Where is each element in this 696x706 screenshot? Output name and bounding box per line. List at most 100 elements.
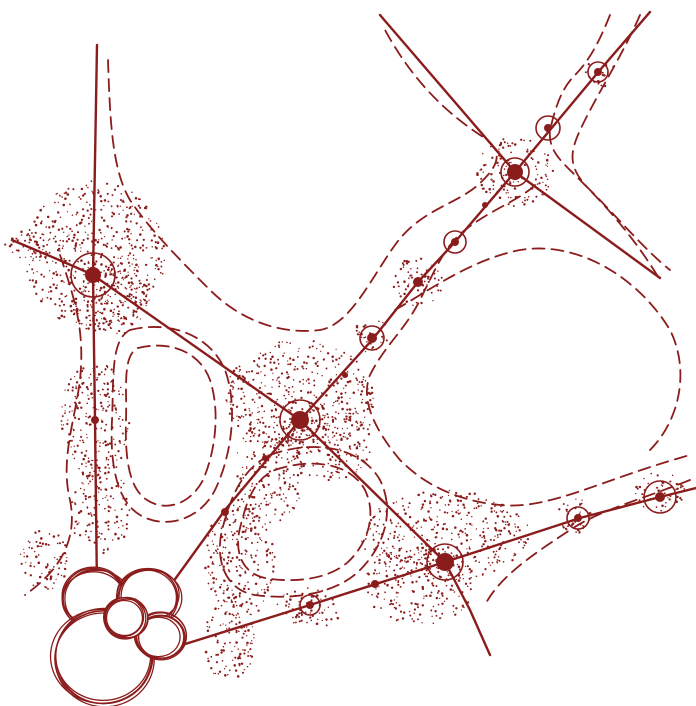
stipple-dot <box>88 398 90 400</box>
stipple-dot <box>97 377 98 378</box>
stipple-dot <box>232 386 234 388</box>
stipple-dot <box>493 188 495 190</box>
stipple-dot <box>105 497 106 498</box>
stipple-dot <box>281 457 282 458</box>
stipple-dot <box>81 452 83 454</box>
stipple-dot <box>395 275 397 277</box>
stipple-dot <box>455 492 457 494</box>
dashed-pocket-center <box>220 447 387 597</box>
stipple-dot <box>437 571 439 573</box>
stipple-dot <box>276 424 278 426</box>
stipple-dot <box>409 611 410 612</box>
stipple-dot <box>118 393 120 395</box>
stipple-dot <box>257 550 258 551</box>
stipple-dot <box>291 407 293 409</box>
stipple-dot <box>467 586 469 588</box>
stipple-dot <box>76 371 78 373</box>
stipple-dot <box>291 460 292 461</box>
stipple-dot <box>213 577 215 579</box>
stipple-dot <box>358 443 360 445</box>
stipple-dot <box>421 547 423 549</box>
stipple-dot <box>100 287 103 290</box>
stipple-dot <box>308 434 310 436</box>
stipple-dot <box>40 300 43 303</box>
stipple-dot <box>288 603 290 605</box>
stipple-dot <box>420 551 421 552</box>
stipple-dot <box>442 527 445 530</box>
stipple-dot <box>335 459 337 461</box>
stipple-dot <box>114 510 115 511</box>
stipple-dot <box>41 546 43 548</box>
stipple-dot <box>232 534 234 536</box>
stipple-dot <box>257 365 259 367</box>
stipple-dot <box>272 552 274 554</box>
stipple-dot <box>65 266 67 268</box>
stipple-dot <box>477 503 479 505</box>
stipple-dot <box>336 382 338 384</box>
stipple-dot <box>267 589 269 591</box>
stipple-dot <box>535 178 537 180</box>
stipple-dot <box>371 594 373 596</box>
stipple-dot <box>84 263 86 265</box>
stipple-dot <box>330 618 332 620</box>
stipple-dot <box>89 472 91 474</box>
stipple-dot <box>356 447 359 450</box>
stipple-dot <box>237 425 239 427</box>
stipple-dot <box>120 273 121 274</box>
stipple-dot <box>303 383 304 384</box>
stipple-dot <box>258 366 260 368</box>
stipple-dot <box>104 383 106 385</box>
stipple-dot <box>249 614 250 615</box>
stipple-dot <box>296 432 297 433</box>
stipple-dot <box>99 442 101 444</box>
stipple-dot <box>465 583 467 585</box>
stipple-dot <box>467 565 469 567</box>
stipple-dot <box>547 166 548 167</box>
stipple-dot <box>381 548 382 549</box>
stipple-dot <box>343 388 344 389</box>
stipple-dot <box>224 539 226 541</box>
stipple-dot <box>34 551 35 552</box>
stipple-dot <box>226 611 227 612</box>
stipple-dot <box>109 320 111 322</box>
stipple-dot <box>301 620 303 622</box>
stipple-dot <box>356 379 358 381</box>
stipple-dot <box>401 548 402 549</box>
stipple-dot <box>361 402 363 404</box>
stipple-dot <box>480 168 482 170</box>
stipple-dot <box>88 474 90 476</box>
stipple-dot <box>40 273 42 275</box>
stipple-dot <box>378 586 379 587</box>
stipple-dot <box>397 619 399 621</box>
stipple-dot <box>506 511 508 513</box>
stipple-dot <box>249 410 250 411</box>
stipple-dot <box>133 269 134 270</box>
stipple-dot <box>146 301 148 303</box>
stipple-dot <box>431 582 433 584</box>
stipple-dot <box>80 198 82 200</box>
stipple-dot <box>121 193 123 195</box>
stipple-dot <box>271 495 273 497</box>
stipple-dot <box>236 614 237 615</box>
stipple-dot <box>60 562 62 564</box>
stipple-dot <box>307 378 309 380</box>
stipple-dot <box>278 341 280 343</box>
stipple-dot <box>39 260 40 261</box>
stipple-dot <box>246 551 248 553</box>
stipple-dot <box>66 226 68 228</box>
stipple-dot <box>88 223 90 225</box>
stipple-dot <box>665 506 666 507</box>
stipple-dot <box>142 244 144 246</box>
stipple-dot <box>270 582 272 584</box>
stipple-dot <box>567 505 568 506</box>
stipple-dot <box>401 560 403 562</box>
stipple-dot <box>75 298 78 301</box>
stipple-dot <box>57 211 59 213</box>
stipple-dot <box>76 239 78 241</box>
stipple-dot <box>114 314 115 315</box>
stipple-dot <box>359 445 361 447</box>
stipple-dot <box>325 429 327 431</box>
stipple-dot <box>139 233 142 236</box>
stipple-dot <box>239 617 240 618</box>
stipple-dot <box>96 319 98 321</box>
